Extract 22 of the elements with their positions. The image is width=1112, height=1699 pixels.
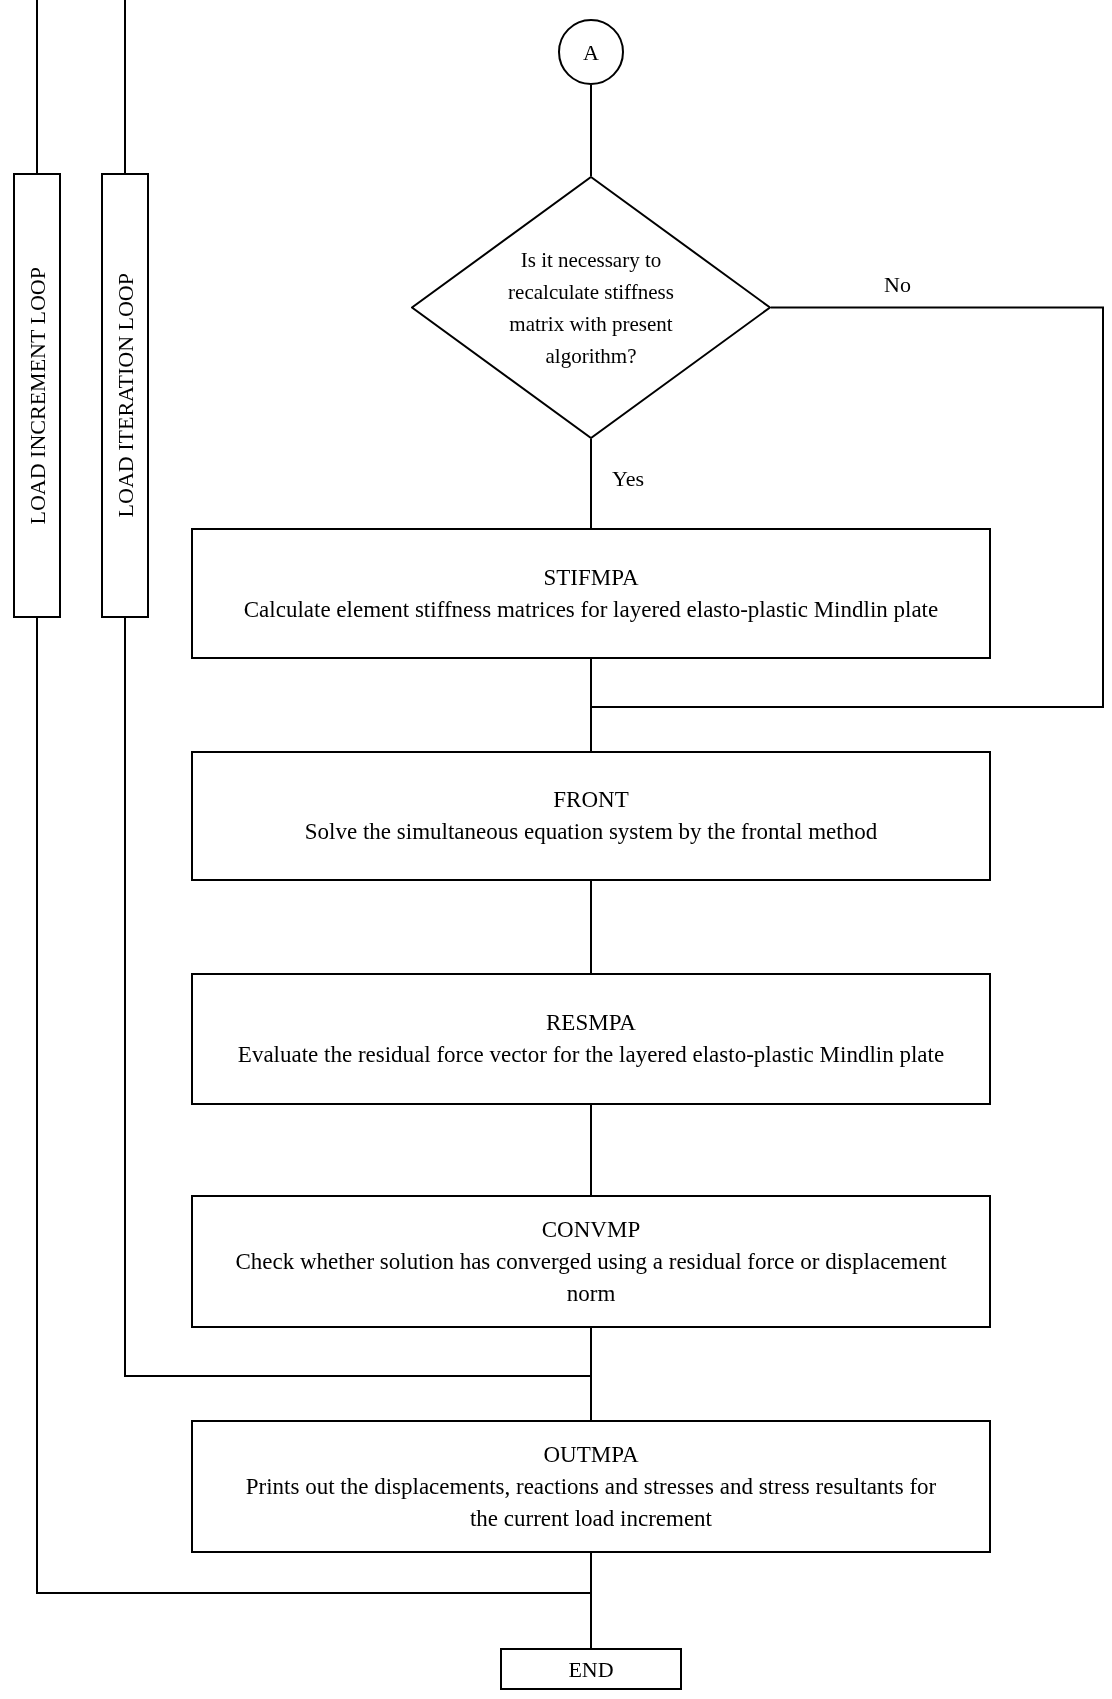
end-label: END xyxy=(568,1655,614,1684)
connector-line xyxy=(590,1104,592,1196)
process-name: OUTMPA xyxy=(543,1440,639,1469)
loop-label: LOAD INCREMENT LOOP xyxy=(23,266,51,525)
connector-line xyxy=(590,658,592,752)
process-name: RESMPA xyxy=(546,1009,636,1037)
connector-line xyxy=(124,0,126,174)
connector-line xyxy=(590,84,592,177)
process-name: CONVMP xyxy=(541,1215,641,1244)
connector-line xyxy=(590,880,592,974)
process-description: Calculate element stiffness matrices for layered elasto-plastic Mindlin plate xyxy=(243,595,939,624)
loop-label: LOAD ITERATION LOOP xyxy=(111,273,139,518)
decision-text: Is it necessary to recalculate stiffness matrix with present algorithm? xyxy=(507,246,675,370)
process-description: Prints out the displacements, reactions and stresses and stress resultants for the current load increment xyxy=(244,1472,938,1533)
connector-line xyxy=(590,438,592,529)
process-description: Evaluate the residual force vector for the layered elasto-plastic Mindlin plate xyxy=(237,1041,945,1069)
connector-label: A xyxy=(583,38,599,67)
process-description: Solve the simultaneous equation system by the frontal method xyxy=(304,818,878,846)
process-name: FRONT xyxy=(553,786,629,814)
process-description: Check whether solution has converged using a residual force or displacement norm xyxy=(234,1247,948,1308)
connector-line xyxy=(36,0,38,174)
process-name: STIFMPA xyxy=(543,563,639,592)
